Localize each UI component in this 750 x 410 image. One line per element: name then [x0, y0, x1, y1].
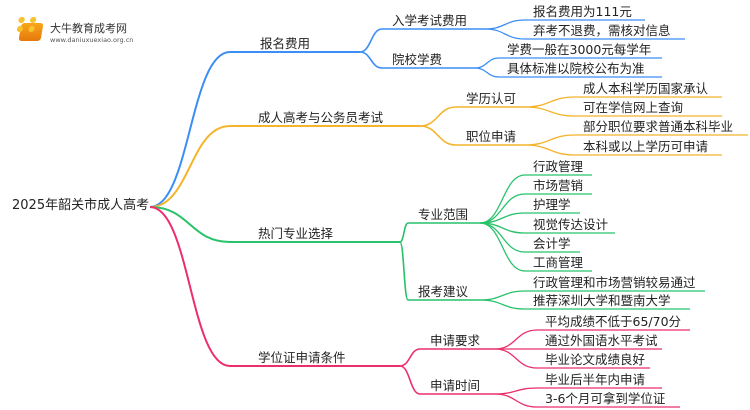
subbranch-link: [359, 51, 475, 69]
leaf-link: [474, 67, 662, 78]
leaf-link: [494, 393, 680, 408]
leaf-link: [479, 174, 592, 224]
leaf-link: [479, 290, 705, 301]
subbranch-node[interactable]: 院校学费: [392, 52, 443, 67]
leaf-link: [524, 106, 722, 117]
leaf-node[interactable]: 本科或以上学历可申请: [583, 139, 709, 154]
leaf-node[interactable]: 平均成绩不低于65/70分: [545, 314, 682, 329]
branch-link: [149, 51, 360, 208]
subbranch-link: [399, 348, 495, 367]
subbranch-link: [419, 106, 525, 127]
leaf-link: [524, 96, 722, 108]
subbranch-link: [359, 28, 485, 53]
leaf-link: [474, 57, 662, 69]
subbranch-node[interactable]: 申请时间: [430, 378, 481, 393]
subbranch-link: [399, 365, 495, 395]
leaf-node[interactable]: 学费一般在3000元每学年: [507, 42, 652, 57]
subbranch-link: [419, 125, 525, 146]
leaf-node[interactable]: 推荐深圳大学和暨南大学: [533, 293, 671, 308]
logo-name: 大牛教育成考网: [50, 22, 127, 35]
logo-url: www.daniuxuexiao.org.cn: [50, 36, 134, 44]
leaf-node[interactable]: 行政管理和市场营销较易通过: [533, 275, 696, 290]
root-node[interactable]: 2025年韶关市成人高考: [12, 198, 150, 213]
leaf-link: [479, 212, 580, 224]
subbranch-node[interactable]: 学历认可: [466, 91, 517, 106]
leaf-node[interactable]: 成人本科学历国家承认: [583, 81, 709, 96]
subbranch-node[interactable]: 申请要求: [430, 333, 481, 348]
leaf-node[interactable]: 具体标准以院校公布为准: [507, 61, 645, 76]
subbranch-node[interactable]: 入学考试费用: [392, 13, 468, 28]
leaf-link: [524, 134, 748, 146]
leaf-node[interactable]: 通过外国语水平考试: [545, 333, 658, 348]
branch-link: [149, 206, 400, 243]
branch-node[interactable]: 热门专业选择: [258, 226, 334, 241]
leaf-node[interactable]: 弃考不退费，需核对信息: [533, 23, 671, 38]
branch-node[interactable]: 成人高考与公务员考试: [258, 110, 384, 125]
branch-node[interactable]: 报名费用: [260, 36, 311, 51]
leaf-link: [484, 28, 685, 40]
leaf-node[interactable]: 可在学信网上查询: [583, 100, 684, 115]
subbranch-node[interactable]: 专业范围: [418, 207, 469, 222]
branch-link: [149, 125, 420, 208]
leaf-link: [524, 144, 722, 156]
subbranch-node[interactable]: 报考建议: [418, 284, 469, 299]
leaf-link: [484, 19, 645, 30]
leaf-link: [479, 299, 690, 310]
leaf-node[interactable]: 3-6个月可拿到学位证: [545, 391, 666, 406]
subbranch-link: [399, 222, 480, 243]
leaf-node[interactable]: 部分职位要求普通本科毕业: [583, 119, 734, 134]
leaf-node[interactable]: 报名费用为111元: [533, 4, 632, 19]
leaf-node[interactable]: 视觉传达设计: [533, 217, 609, 232]
leaf-node[interactable]: 会计学: [533, 236, 571, 251]
branch-link: [149, 206, 400, 367]
logo: ● ● ● ● 大牛教育成考网 www.daniuxuexiao.org.cn: [16, 15, 134, 44]
leaf-node[interactable]: 市场营销: [533, 178, 584, 193]
leaf-node[interactable]: 护理学: [533, 197, 571, 212]
leaf-node[interactable]: 行政管理: [533, 159, 584, 174]
leaf-node[interactable]: 工商管理: [533, 255, 584, 270]
leaf-node[interactable]: 毕业后半年内申请: [545, 372, 646, 387]
leaf-node[interactable]: 毕业论文成绩良好: [545, 352, 646, 367]
leaf-link: [494, 348, 650, 369]
leaf-link: [494, 329, 690, 350]
subbranch-link: [399, 241, 480, 301]
leaf-link: [479, 222, 592, 272]
branch-node[interactable]: 学位证申请条件: [258, 350, 346, 365]
subbranch-node[interactable]: 职位申请: [466, 129, 517, 144]
